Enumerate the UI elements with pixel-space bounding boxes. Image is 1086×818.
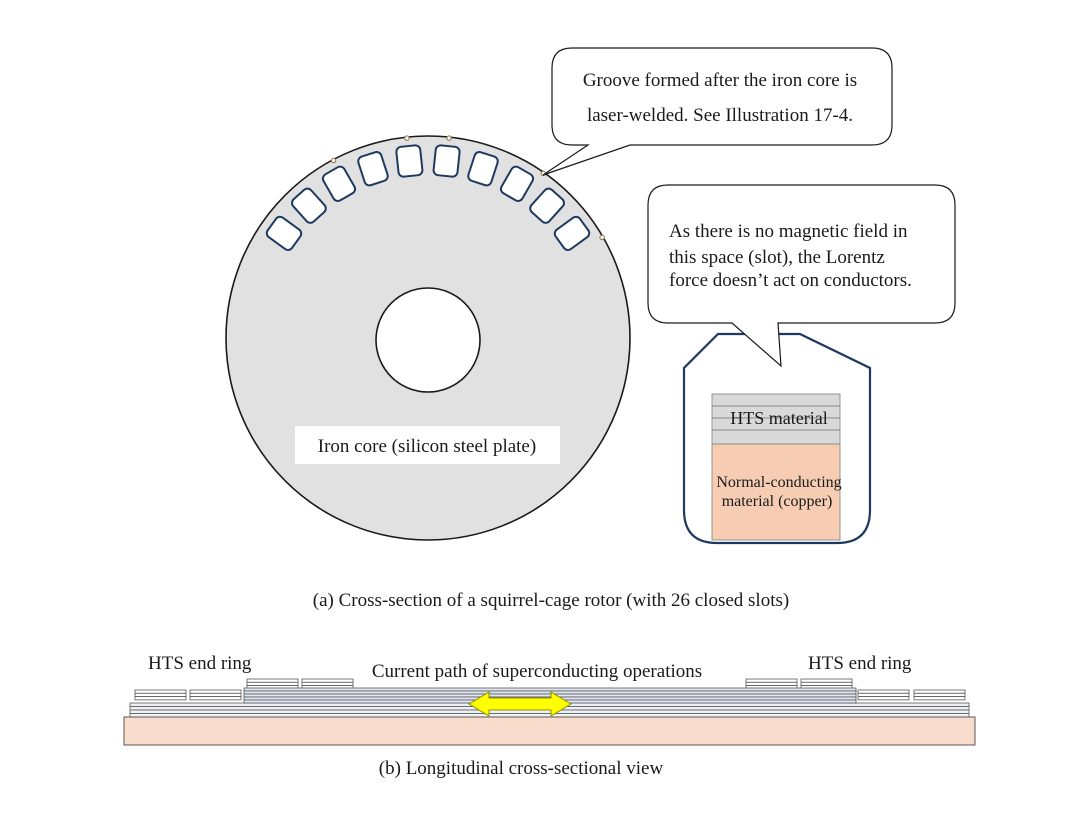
end-ring-tape <box>246 678 299 683</box>
conductor-layer <box>243 687 857 692</box>
copper-label-line1: Normal-conducting <box>716 474 841 491</box>
caption-a: (a) Cross-section of a squirrel-cage rot… <box>313 590 789 611</box>
end-ring-tape <box>246 681 299 686</box>
weld-groove <box>446 135 452 141</box>
rotor-slot <box>553 215 591 251</box>
end-ring-tape <box>913 689 966 694</box>
groove-callout-bubble <box>542 47 893 176</box>
base-layer <box>129 713 970 718</box>
weld-groove <box>599 234 605 241</box>
copper-label-line2: material (copper) <box>722 493 833 510</box>
rotor-slot <box>499 165 535 202</box>
hts-label: HTS material <box>730 408 827 428</box>
groove-callout-line2: laser-welded. See Illustration 17-4. <box>587 105 853 126</box>
end-ring-tape <box>134 692 187 697</box>
rotor-slot <box>321 165 357 202</box>
rotor-slot <box>529 187 565 224</box>
end-ring-tape <box>189 689 242 694</box>
core-label: Iron core (silicon steel plate) <box>318 436 536 457</box>
hts-layer-1 <box>711 393 841 407</box>
end-ring-tape <box>189 696 242 701</box>
caption-b: (b) Longitudinal cross-sectional view <box>379 758 664 779</box>
end-ring-tape <box>745 678 798 683</box>
current-direction-arrow <box>468 691 572 717</box>
end-ring-tape <box>301 681 354 686</box>
end-ring-tape <box>913 692 966 697</box>
weld-grooves <box>330 135 605 241</box>
end-ring-tape <box>134 689 187 694</box>
hts-layer-4 <box>711 429 841 445</box>
rotor-slot <box>291 187 327 224</box>
weld-groove <box>330 157 337 164</box>
end-ring-tape <box>189 692 242 697</box>
end-ring-tape <box>857 696 910 701</box>
end-ring-tape <box>134 696 187 701</box>
core-label-box <box>295 426 560 464</box>
slot-callout-line2: this space (slot), the Lorentz <box>669 247 885 268</box>
shaft-hole <box>375 287 481 393</box>
rotor-slot <box>432 144 461 178</box>
groove-callout: Groove formed after the iron core is las… <box>542 47 893 176</box>
end-ring-tape <box>800 681 853 686</box>
copper-conductor <box>711 443 841 541</box>
end-ring-tape <box>913 696 966 701</box>
rotor-slots <box>265 144 591 251</box>
end-ring-right-label: HTS end ring <box>808 653 912 674</box>
slot-callout-line3: force doesn’t act on conductors. <box>669 270 912 291</box>
slot-callout-bubble <box>647 184 956 368</box>
end-ring-tape <box>800 678 853 683</box>
longitudinal-section: HTS end ring HTS end ring Current path o… <box>123 653 976 746</box>
current-path-label: Current path of superconducting operatio… <box>372 661 702 682</box>
rotor-slot <box>265 215 303 251</box>
rotor-cross-section: Iron core (silicon steel plate) <box>225 135 631 541</box>
slot-callout: As there is no magnetic field in this sp… <box>647 184 956 368</box>
end-ring-tape <box>857 692 910 697</box>
end-ring-left-label: HTS end ring <box>148 653 252 674</box>
conductor-layer <box>243 693 857 698</box>
base-layer <box>129 709 970 714</box>
conductor-layer <box>243 690 857 695</box>
rotor-shaft-body <box>123 716 976 746</box>
end-ring-tape <box>301 678 354 683</box>
rotor-slot <box>395 144 424 178</box>
groove-callout-line1: Groove formed after the iron core is <box>583 70 857 91</box>
end-ring-tape <box>857 689 910 694</box>
rotor-slot <box>467 151 499 187</box>
end-ring-tape <box>745 681 798 686</box>
weld-groove <box>404 135 410 141</box>
slot-detail: HTS material Normal-conducting material … <box>682 332 872 545</box>
slot-callout-line1: As there is no magnetic field in <box>669 221 908 242</box>
rotor-slot <box>357 151 389 187</box>
